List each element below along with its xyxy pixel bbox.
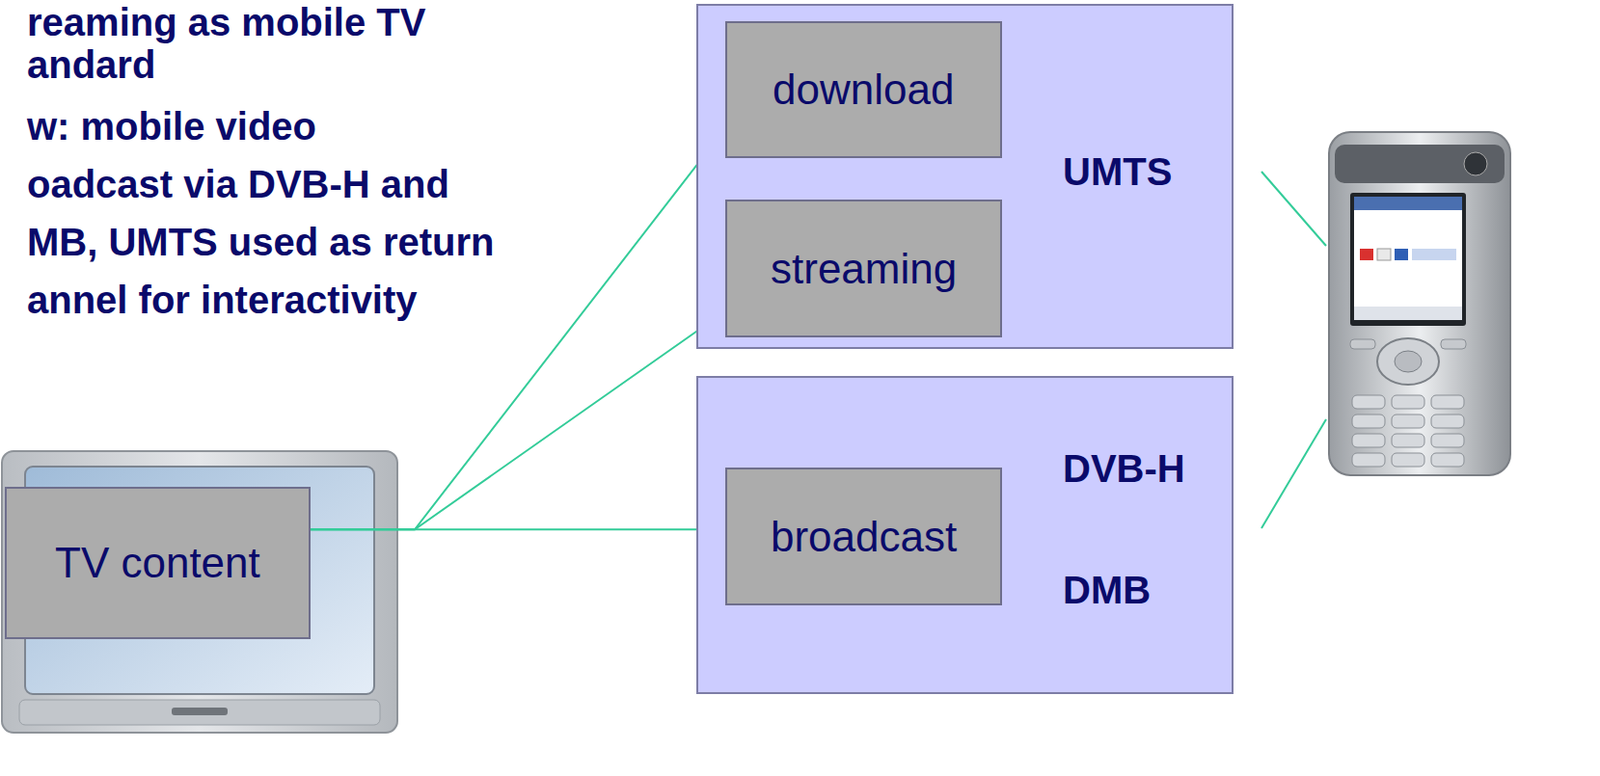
content-box: TV content xyxy=(4,487,311,640)
node-label: UMTS xyxy=(1062,150,1172,194)
node-label: download xyxy=(772,65,954,114)
mobile-phone xyxy=(1328,132,1511,476)
arrow-connector xyxy=(310,528,724,531)
node-label: streaming xyxy=(770,244,957,294)
tv-set xyxy=(1,451,398,733)
node-label: DMB xyxy=(1062,569,1151,613)
service-box: download xyxy=(725,21,1003,159)
node-label: DVB-H xyxy=(1062,447,1186,491)
service-box: broadcast xyxy=(725,467,1003,606)
node-label: TV content xyxy=(54,539,261,588)
heading-text: annel for interactivity xyxy=(27,277,418,323)
arrow-connector xyxy=(310,312,724,530)
service-box: streaming xyxy=(725,199,1003,338)
heading-text: w: mobile video xyxy=(27,104,317,149)
link-line xyxy=(1261,171,1327,529)
heading-text: MB, UMTS used as return xyxy=(27,219,495,265)
heading-text: reaming as mobile TV xyxy=(27,0,426,45)
heading-text: andard xyxy=(27,42,156,87)
broadcast-panel: DVB-H DMB broadcast xyxy=(696,376,1234,695)
umts-panel: UMTS download streaming xyxy=(696,3,1234,350)
node-label: broadcast xyxy=(770,513,957,562)
heading-text: oadcast via DVB-H and xyxy=(27,162,450,207)
